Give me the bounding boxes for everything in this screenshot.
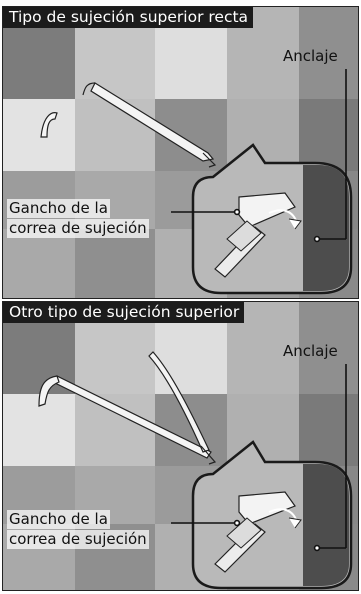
- hook-label-line2: correa de sujeción: [7, 219, 149, 238]
- leader-lines: [171, 69, 347, 243]
- panel-title: Otro tipo de sujeción superior: [3, 302, 245, 323]
- callout-bubble: [191, 440, 353, 590]
- anchor-label: Anclaje: [283, 342, 338, 360]
- hook-label-line1: Gancho de la: [7, 199, 110, 218]
- leader-lines: [171, 364, 347, 552]
- tether-strap-v: [38, 351, 217, 465]
- hook-shape-small: [40, 112, 58, 138]
- other-tether-panel: Otro tipo de sujeción superior Anclaje G…: [2, 301, 359, 591]
- anchor-label: Anclaje: [283, 47, 338, 65]
- hook-label-line1: Gancho de la: [7, 510, 110, 529]
- tether-strap: [82, 82, 217, 168]
- callout-bubble: [191, 143, 353, 295]
- straight-tether-panel: Tipo de sujeción superior recta Anclaje …: [2, 6, 359, 299]
- hook-label-line2: correa de sujeción: [7, 530, 149, 549]
- panel-title: Tipo de sujeción superior recta: [3, 7, 254, 28]
